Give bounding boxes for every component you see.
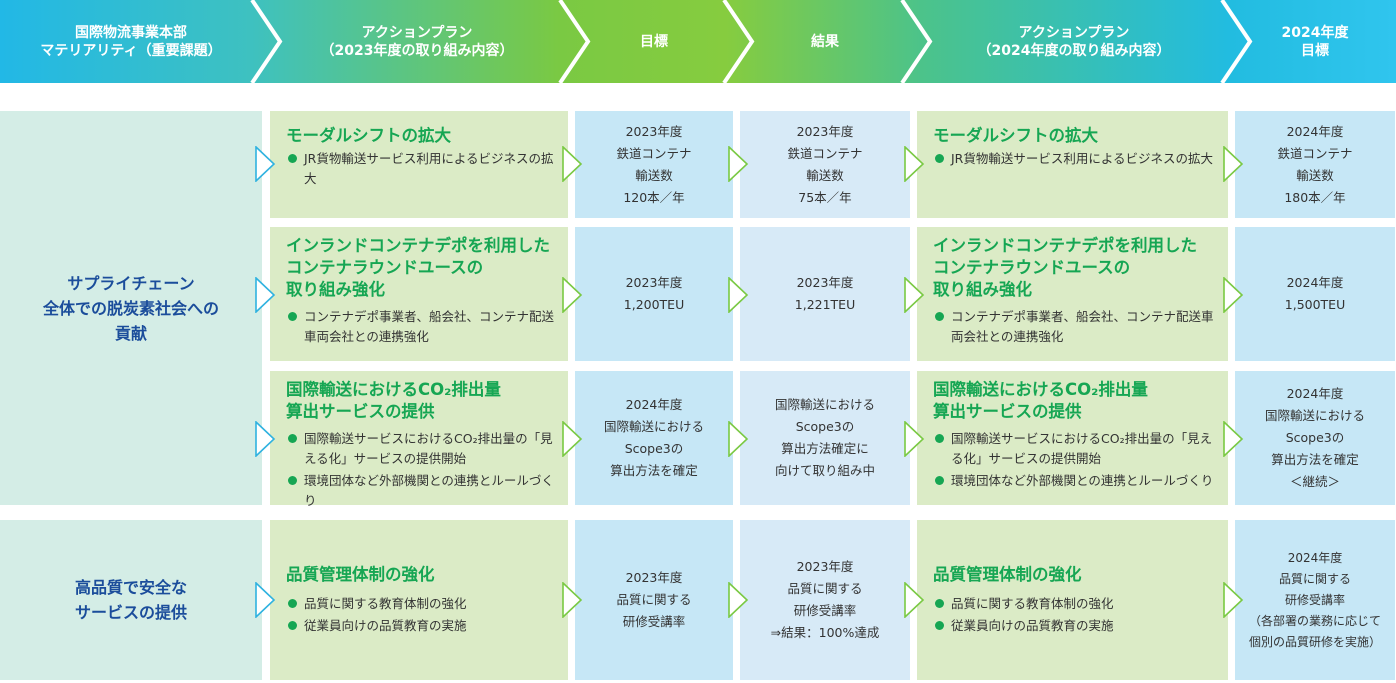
result-row-1: 2023年度 鉄道コンテナ 輸送数 75本／年	[740, 111, 910, 218]
flow-arrow-icon	[255, 421, 276, 457]
flow-arrow-icon	[904, 277, 925, 313]
flow-arrow-icon	[904, 421, 925, 457]
bullet-dot-icon	[288, 312, 297, 321]
plan-title: 国際輸送におけるCO₂排出量 算出サービスの提供	[933, 380, 1148, 421]
flow-arrow-icon	[904, 582, 925, 618]
plan-2023-row-3: 国際輸送におけるCO₂排出量 算出サービスの提供 国際輸送サービスにおけるCO₂…	[270, 371, 568, 508]
plan-2023-row-1: モーダルシフトの拡大 JR貨物輸送サービス利用によるビジネスの拡大	[270, 111, 568, 218]
materiality-quality: 高品質で安全な サービスの提供	[0, 520, 262, 680]
header-materiality: 国際物流事業本部 マテリアリティ（重要課題）	[40, 24, 222, 59]
plan-2024-row-4: 品質管理体制の強化 品質に関する教育体制の強化 従業員向けの品質教育の実施	[917, 520, 1228, 680]
bullet-dot-icon	[935, 312, 944, 321]
flow-arrow-icon	[255, 277, 276, 313]
flow-arrow-icon	[1223, 277, 1244, 313]
bullet-dot-icon	[935, 621, 944, 630]
result-row-4: 2023年度 品質に関する 研修受講率 ⇒結果：100%達成	[740, 520, 910, 680]
bullet-dot-icon	[935, 434, 944, 443]
flow-arrow-icon	[728, 421, 749, 457]
plan-title: インランドコンテナデポを利用した コンテナラウンドユースの 取り組み強化	[933, 236, 1197, 299]
plan-title: インランドコンテナデポを利用した コンテナラウンドユースの 取り組み強化	[286, 236, 550, 299]
bullet-dot-icon	[288, 434, 297, 443]
plan-2023-row-4: 品質管理体制の強化 品質に関する教育体制の強化 従業員向けの品質教育の実施	[270, 520, 568, 680]
result-row-2: 2023年度 1,221TEU	[740, 227, 910, 361]
header-chevron-icon	[900, 0, 933, 83]
target-row-1: 2023年度 鉄道コンテナ 輸送数 120本／年	[575, 111, 733, 218]
header-chevron-icon	[1220, 0, 1253, 83]
plan-bullet: JR貨物輸送サービス利用によるビジネスの拡大	[933, 149, 1214, 169]
flow-arrow-icon	[255, 582, 276, 618]
header-target: 目標	[640, 33, 668, 50]
target-2024-row-4: 2024年度 品質に関する 研修受講率 （各部署の業務に応じて 個別の品質研修を…	[1235, 520, 1395, 680]
plan-title: モーダルシフトの拡大	[933, 126, 1098, 145]
target-2024-row-1: 2024年度 鉄道コンテナ 輸送数 180本／年	[1235, 111, 1395, 218]
header-gradient	[0, 0, 1396, 83]
header-target-2024: 2024年度 目標	[1281, 24, 1349, 59]
plan-bullet: 環境団体など外部機関との連携とルールづくり	[286, 471, 554, 511]
flow-arrow-icon	[562, 421, 583, 457]
plan-title: 品質管理体制の強化	[286, 565, 435, 584]
plan-title: 品質管理体制の強化	[933, 565, 1082, 584]
bullet-dot-icon	[288, 154, 297, 163]
plan-2023-row-2: インランドコンテナデポを利用した コンテナラウンドユースの 取り組み強化 コンテ…	[270, 227, 568, 361]
flow-arrow-icon	[562, 146, 583, 182]
plan-bullet: 環境団体など外部機関との連携とルールづくり	[933, 471, 1214, 491]
plan-2024-row-2: インランドコンテナデポを利用した コンテナラウンドユースの 取り組み強化 コンテ…	[917, 227, 1228, 361]
bullet-dot-icon	[288, 476, 297, 485]
flow-arrow-icon	[728, 277, 749, 313]
plan-bullet: 品質に関する教育体制の強化	[286, 594, 554, 614]
target-2024-row-2: 2024年度 1,500TEU	[1235, 227, 1395, 361]
bullet-dot-icon	[935, 154, 944, 163]
header-result: 結果	[811, 33, 839, 50]
bullet-dot-icon	[288, 599, 297, 608]
header-band: 国際物流事業本部 マテリアリティ（重要課題） アクションプラン （2023年度の…	[0, 0, 1396, 83]
flow-arrow-icon	[1223, 582, 1244, 618]
plan-bullet: 国際輸送サービスにおけるCO₂排出量の「見える化」サービスの提供開始	[933, 429, 1214, 469]
plan-2024-row-1: モーダルシフトの拡大 JR貨物輸送サービス利用によるビジネスの拡大	[917, 111, 1228, 218]
result-row-3: 国際輸送における Scope3の 算出方法確定に 向けて取り組み中	[740, 371, 910, 505]
target-row-2: 2023年度 1,200TEU	[575, 227, 733, 361]
header-chevron-icon	[722, 0, 755, 83]
target-row-4: 2023年度 品質に関する 研修受講率	[575, 520, 733, 680]
bullet-dot-icon	[935, 476, 944, 485]
plan-bullet: 国際輸送サービスにおけるCO₂排出量の「見える化」サービスの提供開始	[286, 429, 554, 469]
header-chevron-icon	[558, 0, 591, 83]
flow-arrow-icon	[728, 582, 749, 618]
flow-arrow-icon	[904, 146, 925, 182]
plan-bullet: JR貨物輸送サービス利用によるビジネスの拡大	[286, 149, 554, 189]
plan-bullet: 従業員向けの品質教育の実施	[933, 616, 1214, 636]
flow-arrow-icon	[562, 582, 583, 618]
flow-arrow-icon	[562, 277, 583, 313]
bullet-dot-icon	[935, 599, 944, 608]
plan-bullet: 品質に関する教育体制の強化	[933, 594, 1214, 614]
target-2024-row-3: 2024年度 国際輸送における Scope3の 算出方法を確定 ＜継続＞	[1235, 371, 1395, 505]
plan-title: 国際輸送におけるCO₂排出量 算出サービスの提供	[286, 380, 501, 421]
target-row-3: 2024年度 国際輸送における Scope3の 算出方法を確定	[575, 371, 733, 505]
flow-arrow-icon	[255, 146, 276, 182]
bullet-dot-icon	[288, 621, 297, 630]
flow-arrow-icon	[728, 146, 749, 182]
flow-arrow-icon	[1223, 146, 1244, 182]
header-plan-2024: アクションプラン （2024年度の取り組み内容）	[977, 24, 1171, 59]
plan-bullet: 従業員向けの品質教育の実施	[286, 616, 554, 636]
plan-2024-row-3: 国際輸送におけるCO₂排出量 算出サービスの提供 国際輸送サービスにおけるCO₂…	[917, 371, 1228, 505]
header-chevron-icon	[250, 0, 283, 83]
plan-bullet: コンテナデポ事業者、船会社、コンテナ配送車両会社との連携強化	[933, 307, 1214, 347]
flow-arrow-icon	[1223, 421, 1244, 457]
header-plan-2023: アクションプラン （2023年度の取り組み内容）	[320, 24, 514, 59]
plan-title: モーダルシフトの拡大	[286, 126, 451, 145]
materiality-decarbonization: サプライチェーン 全体での脱炭素社会への 貢献	[0, 111, 262, 505]
plan-bullet: コンテナデポ事業者、船会社、コンテナ配送車両会社との連携強化	[286, 307, 554, 347]
